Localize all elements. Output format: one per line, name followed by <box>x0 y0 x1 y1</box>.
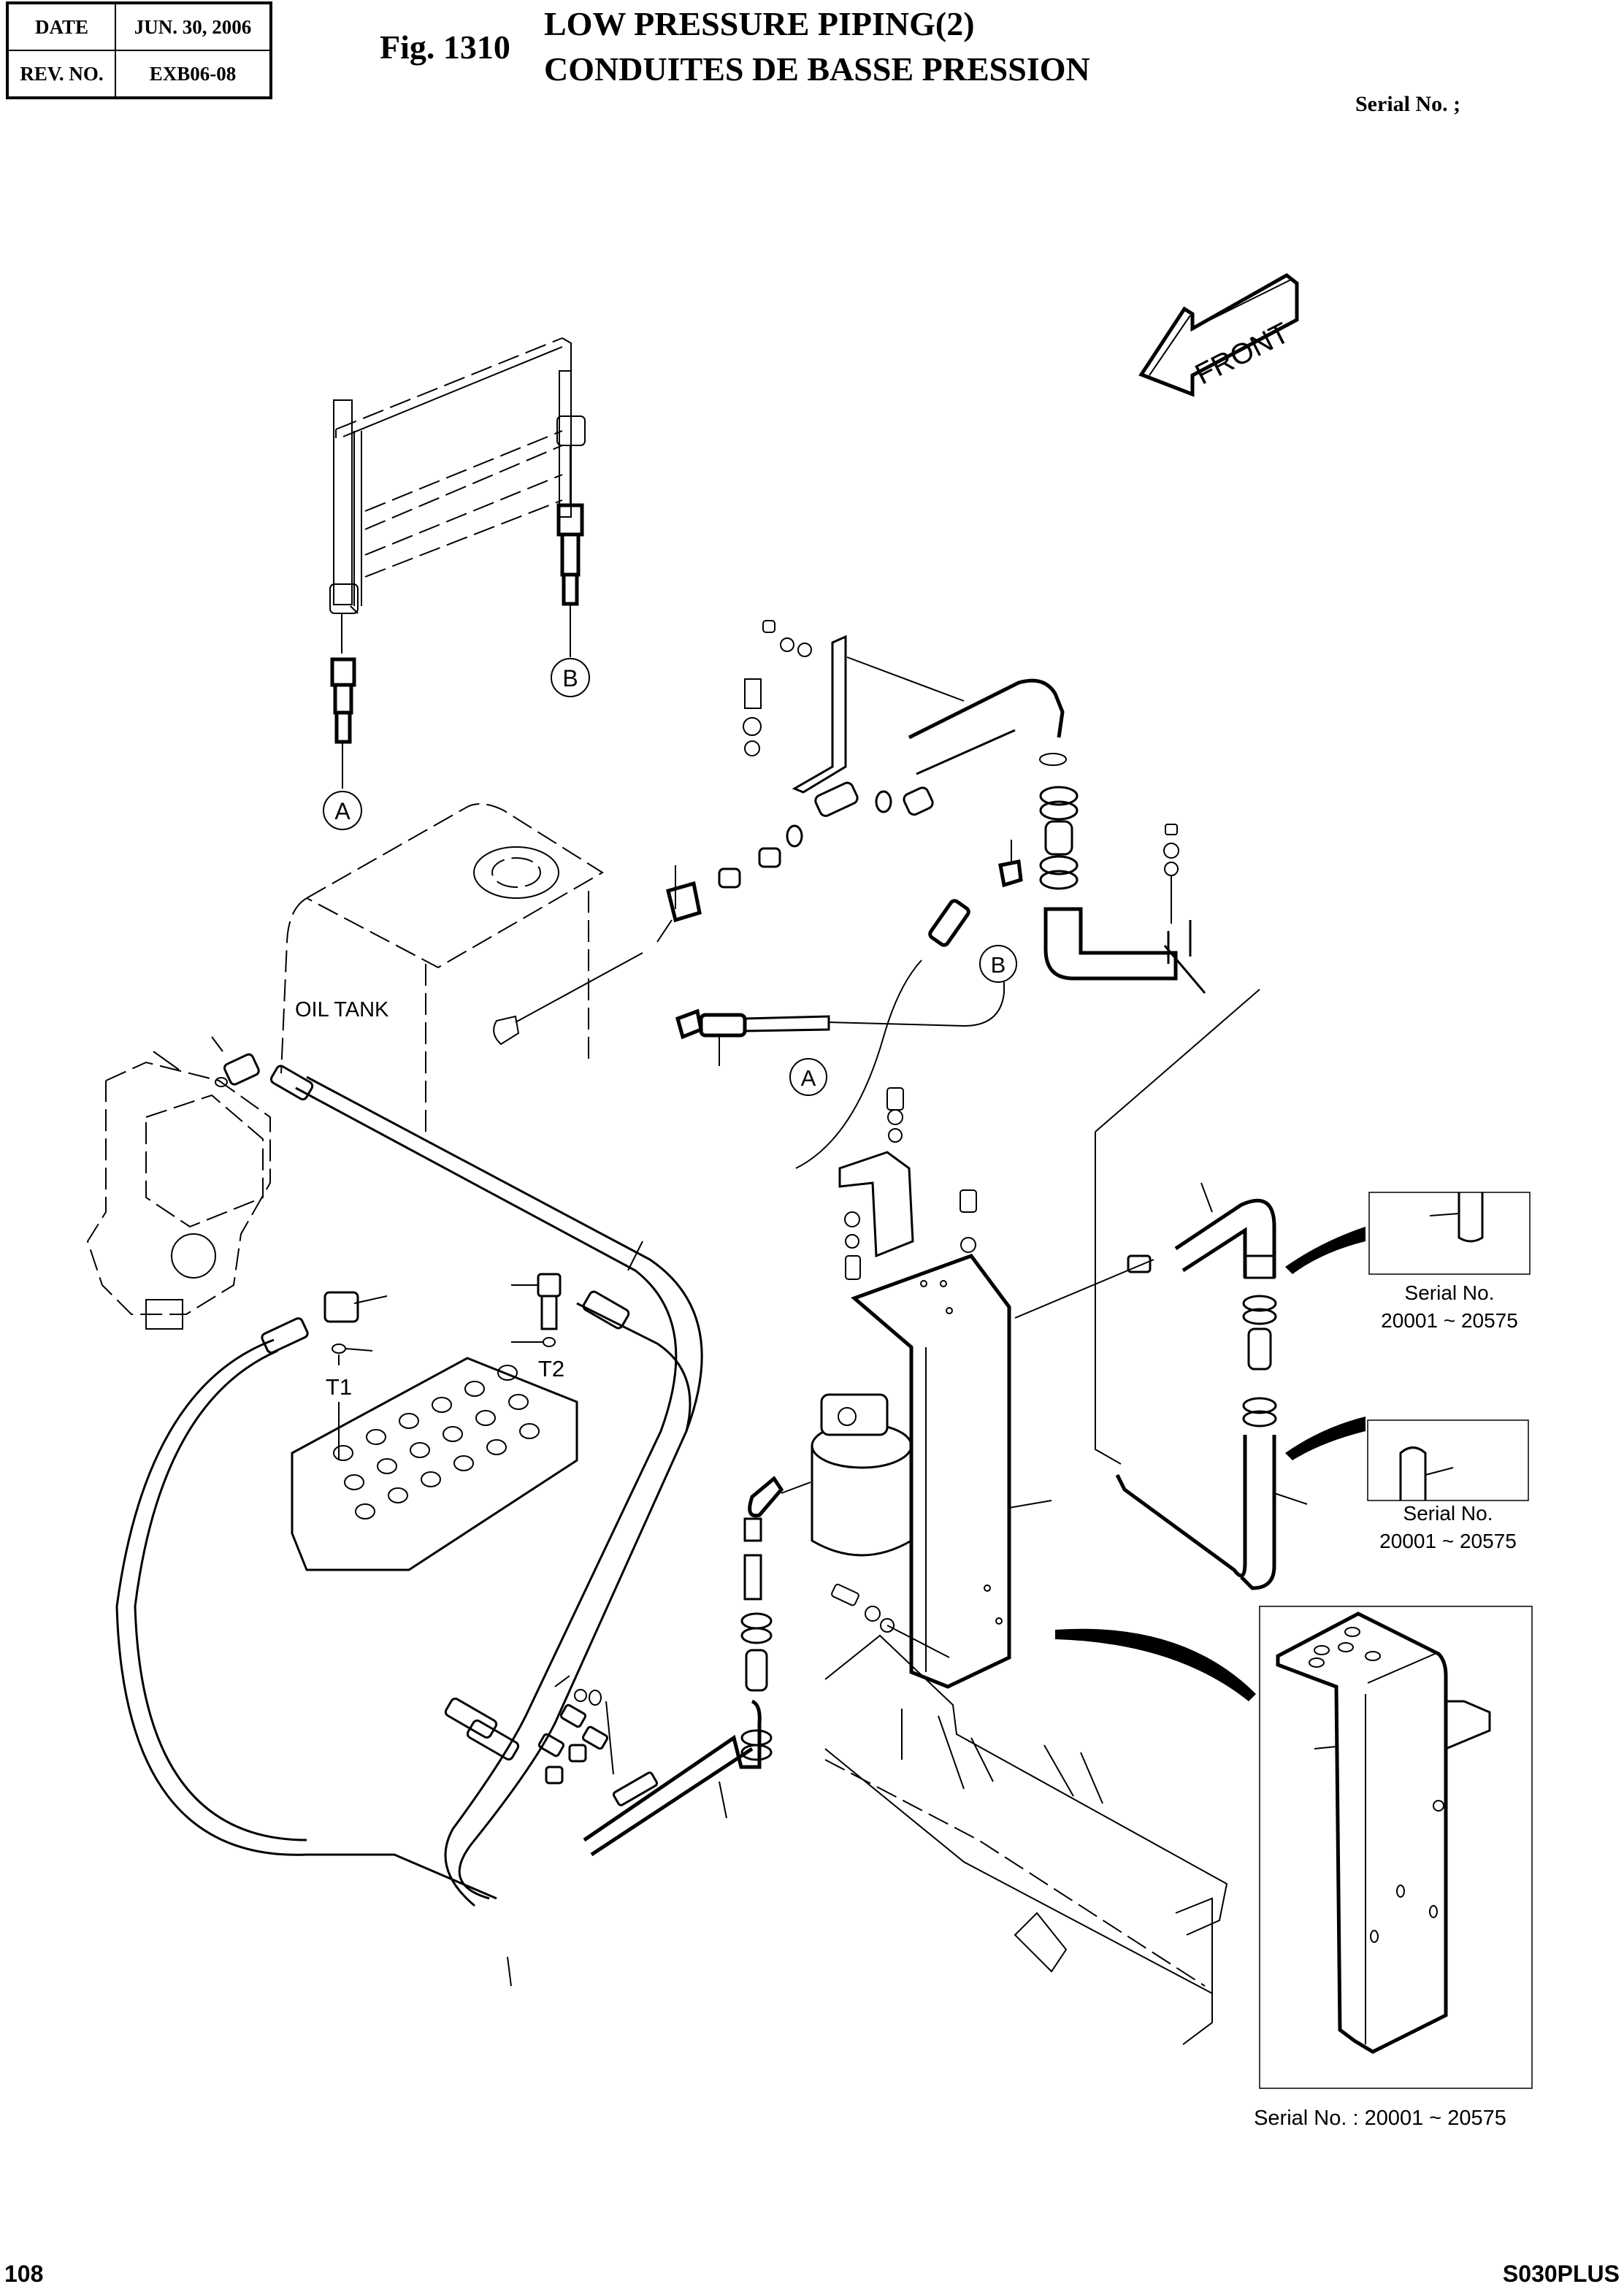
drain-hoses <box>115 1076 703 1907</box>
connector-a-mid: A <box>789 1058 827 1096</box>
page-number: 108 <box>4 2261 44 2287</box>
date-label: DATE <box>7 2 116 51</box>
swing-motor <box>86 1036 314 1330</box>
inset-2-serial-label: Serial No. <box>1403 1502 1493 1525</box>
valve-port <box>366 1429 386 1445</box>
valve-port <box>421 1471 441 1487</box>
svg-text:A: A <box>801 1065 816 1091</box>
right-hose-assembly <box>1014 989 1308 1590</box>
valve-port <box>464 1381 485 1397</box>
port-t2-label: T2 <box>538 1356 564 1381</box>
inset-1-serial-label: Serial No. <box>1405 1281 1495 1304</box>
svg-text:B: B <box>991 952 1006 978</box>
inset-3-caption: Serial No. : 20001 ~ 20575 <box>1254 2107 1506 2130</box>
connector-a-top: A <box>323 791 362 830</box>
revision-table: DATE JUN. 30, 2006 REV. NO. EXB06-08 <box>6 1 272 99</box>
callout-arrows <box>1055 1227 1366 1701</box>
port-t1-label: T1 <box>326 1374 352 1400</box>
inset-serial-1: Serial No. 20001 ~ 20575 <box>1368 1192 1531 1332</box>
inset-stay-detail: Serial No. : 20001 ~ 20575 <box>1254 1606 1533 2130</box>
date-value: JUN. 30, 2006 <box>115 2 272 51</box>
valve-port <box>432 1397 452 1413</box>
figure-number: Fig. 1310 <box>380 28 510 66</box>
model-name: S030PLUS <box>1502 2261 1620 2287</box>
svg-text:A: A <box>334 798 351 824</box>
inset-serial-2: Serial No. 20001 ~ 20575 <box>1367 1419 1529 1552</box>
valve-port <box>497 1365 518 1381</box>
inset-2-serial-range: 20001 ~ 20575 <box>1379 1530 1517 1552</box>
page-title: LOW PRESSURE PIPING(2) CONDUITES DE BASS… <box>544 1 1090 92</box>
connector-b-top: B <box>551 658 590 697</box>
valve-port <box>388 1487 408 1503</box>
valve-port <box>355 1503 375 1519</box>
oil-tank-label: OIL TANK <box>295 998 389 1022</box>
upper-bracket-assembly <box>656 620 1206 1169</box>
svg-text:B: B <box>562 665 578 691</box>
inset-1-serial-range: 20001 ~ 20575 <box>1381 1309 1518 1332</box>
control-valve: T1 T2 <box>291 1273 578 1571</box>
valve-port <box>399 1413 419 1429</box>
lower-return-pipe <box>444 1517 773 1987</box>
rev-label: REV. NO. <box>7 50 116 99</box>
title-french: CONDUITES DE BASSE PRESSION <box>544 50 1090 88</box>
valve-port <box>486 1439 507 1455</box>
rev-value: EXB06-08 <box>115 50 272 99</box>
valve-port <box>453 1455 474 1471</box>
valve-port <box>443 1426 463 1442</box>
upper-frame <box>824 1634 1228 2045</box>
valve-port <box>344 1474 364 1490</box>
valve-port <box>333 1445 353 1461</box>
valve-port <box>519 1423 540 1439</box>
connector-b-mid: B <box>979 945 1017 983</box>
valve-port <box>508 1394 529 1410</box>
oil-tank: OIL TANK <box>280 803 643 1139</box>
title-english: LOW PRESSURE PIPING(2) <box>544 5 975 42</box>
front-arrow-icon: FRONT <box>1138 272 1299 397</box>
oil-cooler <box>329 337 586 789</box>
filter-assembly <box>748 1087 1052 1689</box>
valve-port <box>377 1458 397 1474</box>
valve-port <box>410 1442 430 1458</box>
serial-number-header: Serial No. ; <box>1355 92 1461 116</box>
valve-port <box>475 1410 496 1426</box>
